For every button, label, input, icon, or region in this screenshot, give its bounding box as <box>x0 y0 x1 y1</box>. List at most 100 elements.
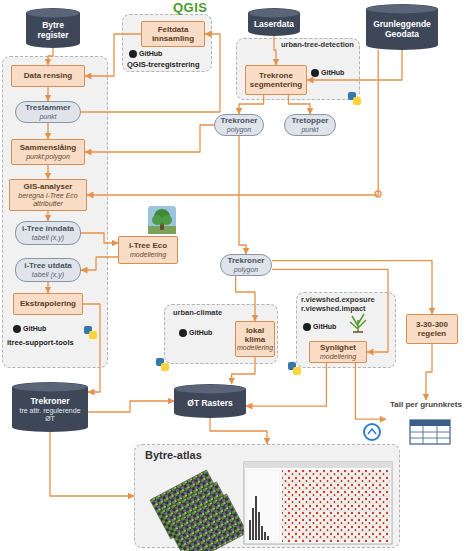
process-box: Feltdata innsamling <box>141 21 205 47</box>
itree-icon <box>148 206 176 234</box>
table-frame <box>410 420 450 444</box>
data-pill: Trestammerpunkt <box>15 101 81 123</box>
icon-crown <box>162 215 172 225</box>
node-title: Trekroner <box>228 256 265 265</box>
process-box: Ekstrapolering <box>13 293 83 315</box>
database-cylinder: Grunleggende Geodata <box>366 4 438 50</box>
node-subtitle: punkt <box>39 113 56 121</box>
cylinder-top <box>249 9 300 18</box>
github-label: GitHub <box>311 69 344 77</box>
cylinder-body <box>366 4 438 50</box>
process-box: lokal klimamodellering <box>235 321 275 357</box>
node-title: ØT Rasters <box>187 399 232 409</box>
data-pill: i-Tree inndatatabell (x,y) <box>15 221 81 245</box>
node-title: Tretopper <box>292 116 329 125</box>
node-title: lokal klima <box>238 326 272 344</box>
cylinder-body <box>12 382 88 432</box>
python-part <box>293 367 301 375</box>
node-subtitle: modellering <box>237 344 273 352</box>
node-title: Trestammer <box>25 103 70 112</box>
cylinder-top <box>367 5 438 14</box>
cylinder-top <box>175 385 246 394</box>
python-part <box>156 358 164 366</box>
process-box: Sammenslåingpunkt:polygon <box>11 139 85 165</box>
github-label: GitHub <box>179 329 212 337</box>
process-box: GIS-analyserberegna i-Tree Eco attributt… <box>9 179 87 211</box>
process-box: Trekrone segmentering <box>245 65 307 95</box>
group-label: QGIS <box>173 1 208 16</box>
repo-name: itree-support-tools <box>7 339 74 348</box>
database-cylinder: Bytre register <box>26 8 80 48</box>
process-box: i-Tree Ecomodellering <box>118 236 178 264</box>
node-title: 3-30-300 regelen <box>409 320 455 338</box>
node-title: Bytre register <box>29 21 77 41</box>
node-title: Data rensing <box>24 71 72 80</box>
node-subtitle: polygon <box>234 266 259 274</box>
data-pill: Tretopperpunkt <box>284 114 336 136</box>
cylinder-body <box>248 8 300 36</box>
table-grid <box>410 420 450 444</box>
data-pill: Trekronerpolygon <box>220 254 272 276</box>
junction-dot <box>375 191 381 197</box>
table-icon <box>410 420 450 444</box>
app-group: Bytre-atlas <box>134 444 400 548</box>
tool-group: r.viewshed.exposure r.viewshed.impactGit… <box>296 292 396 368</box>
cylinder-label-area: Bytre register <box>26 17 80 45</box>
cylinder-top <box>13 383 88 392</box>
flow-arrow <box>210 418 267 444</box>
database-cylinder: Laserdata <box>248 8 300 36</box>
python-part <box>161 363 169 371</box>
node-subtitle: modellering <box>130 251 166 259</box>
icon-sky <box>148 206 176 234</box>
data-pill: Trekronerpolygon <box>214 114 264 136</box>
node-title: GIS-analyser <box>24 182 73 191</box>
cylinder-label-area: Trekronertre attr. regulerende ØT <box>12 391 88 429</box>
data-pill: i-Tree utdatatabell (x,y) <box>15 258 81 282</box>
node-subtitle: tre attr. regulerende ØT <box>15 407 85 423</box>
node-subtitle: tabell (x,y) <box>32 234 64 242</box>
node-title: Grunleggende Geodata <box>369 20 435 40</box>
node-subtitle: tabell (x,y) <box>32 271 64 279</box>
tool-group: urban-climateGitHub lokal klimamodellerin… <box>164 304 278 364</box>
node-title: Trekroner <box>30 397 69 407</box>
node-subtitle: beregna i-Tree Eco attributter <box>12 192 84 208</box>
icon-crown <box>152 215 162 225</box>
cylinder-label-area: Grunleggende Geodata <box>366 13 438 47</box>
database-cylinder: ØT Rasters <box>174 384 246 418</box>
arcgis-ring <box>364 424 380 440</box>
icon-trunk <box>160 220 164 230</box>
flow-arrow <box>246 363 326 406</box>
node-title: i-Tree Eco <box>129 241 167 250</box>
cylinder-top <box>27 9 80 18</box>
node-title: Synlighet <box>320 343 356 352</box>
node-title: Feltdata innsamling <box>144 25 202 43</box>
group-label: urban-tree-detection <box>281 41 354 50</box>
node-title: Ekstrapolering <box>20 299 76 308</box>
flow-arrow <box>355 363 386 419</box>
group-label: r.viewshed.exposure r.viewshed.impact <box>301 296 383 313</box>
cylinder-body <box>174 384 246 418</box>
tool-group: urban-tree-detectionGitHub Trekrone segme… <box>236 38 360 100</box>
icon-ground <box>148 226 176 234</box>
arcgis-icon <box>364 424 380 440</box>
node-title: i-Tree inndata <box>22 224 74 233</box>
cylinder-label-area: ØT Rasters <box>174 393 246 415</box>
github-label: GitHub <box>303 323 336 331</box>
node-title: Tall per grunnkrets <box>390 400 462 409</box>
process-box: Synlighetmodellering <box>309 341 367 363</box>
arcgis-mark <box>368 429 376 434</box>
node-subtitle: modellering <box>320 353 356 361</box>
node-title: Trekrone segmentering <box>248 71 304 89</box>
flow-arrow <box>50 432 134 496</box>
group-label: urban-climate <box>173 309 222 318</box>
tool-group: QGISGitHubQGIS-treregistreringFeltdata i… <box>122 14 212 72</box>
group-label: Bytre-atlas <box>145 449 202 462</box>
node-subtitle: polygon <box>227 126 252 134</box>
node-title: i-Tree utdata <box>24 261 72 270</box>
node-subtitle: punkt <box>301 126 318 134</box>
cylinder-body <box>26 8 80 48</box>
node-title: Sammenslåing <box>20 143 76 152</box>
github-label: GitHub <box>13 325 46 333</box>
flow-arrow <box>239 136 246 254</box>
